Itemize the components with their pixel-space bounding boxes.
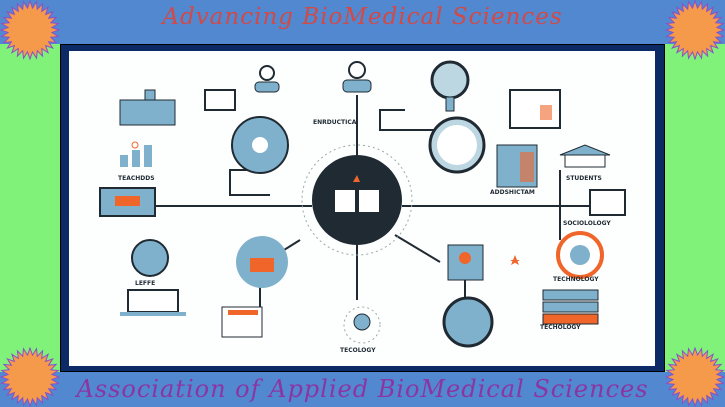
starburst-top-left bbox=[0, 0, 60, 60]
starburst-top-right bbox=[665, 0, 725, 60]
person-icon bbox=[254, 65, 280, 93]
label-technology-bottom: TECOLOGY bbox=[340, 347, 376, 354]
label-enrducatica: ENRDUCTICA bbox=[313, 119, 357, 126]
label-technology-right: TECHNOLOGY bbox=[553, 276, 599, 283]
woman-icon bbox=[342, 61, 372, 93]
laptop-icon bbox=[120, 289, 186, 316]
label-teachers: TEACHDDS bbox=[118, 175, 155, 182]
mail-circle-icon bbox=[236, 236, 288, 288]
right-side-panel bbox=[665, 44, 725, 372]
infographic: ENRDUCTICA TEACHDDS ADDSHICTAM STUDENTS … bbox=[99, 60, 626, 354]
clock-gear-icon bbox=[442, 296, 494, 348]
center-hub bbox=[312, 155, 402, 245]
connector-lines bbox=[100, 95, 600, 310]
magnifier-icon bbox=[430, 60, 470, 112]
open-book-icon bbox=[335, 175, 379, 212]
left-side-panel bbox=[0, 44, 60, 372]
compass-icon bbox=[131, 239, 169, 277]
target-icon bbox=[556, 231, 604, 279]
gauge-icon bbox=[428, 116, 486, 174]
label-technology-bottom-right: TECHOLOGY bbox=[540, 324, 581, 331]
house-icon bbox=[559, 144, 611, 168]
book-stack-icon bbox=[542, 289, 599, 325]
clipboard-icon bbox=[509, 89, 561, 129]
top-banner bbox=[0, 0, 725, 44]
header-title: Advancing BioMedical Sciences bbox=[162, 4, 563, 30]
bottom-banner bbox=[0, 372, 725, 407]
label-sociology: SOCIOLOLOGY bbox=[563, 220, 611, 227]
label-students: STUDENTS bbox=[566, 175, 602, 182]
staircase-chart-icon bbox=[221, 306, 263, 338]
building-icon bbox=[119, 89, 176, 126]
center-dashed-ring bbox=[301, 144, 413, 256]
footer-title: Association of Applied BioMedical Scienc… bbox=[76, 375, 649, 403]
book-card-icon bbox=[447, 244, 484, 281]
starburst-bottom-left bbox=[0, 347, 60, 407]
label-addshictam: ADDSHICTAM bbox=[490, 189, 535, 196]
label-leffe: LEFFE bbox=[135, 280, 155, 287]
envelope-icon bbox=[204, 89, 236, 111]
monitor-icon-left bbox=[99, 187, 156, 217]
starburst-bottom-right bbox=[665, 347, 725, 407]
infographic-panel: ENRDUCTICA TEACHDDS ADDSHICTAM STUDENTS … bbox=[69, 51, 655, 366]
avatar-icon bbox=[343, 306, 381, 344]
document-icon bbox=[496, 144, 538, 188]
bar-chart-icon bbox=[120, 141, 152, 167]
monitor-icon-right bbox=[589, 189, 626, 216]
gear-disc-icon bbox=[231, 116, 289, 174]
star-icon bbox=[510, 255, 520, 265]
